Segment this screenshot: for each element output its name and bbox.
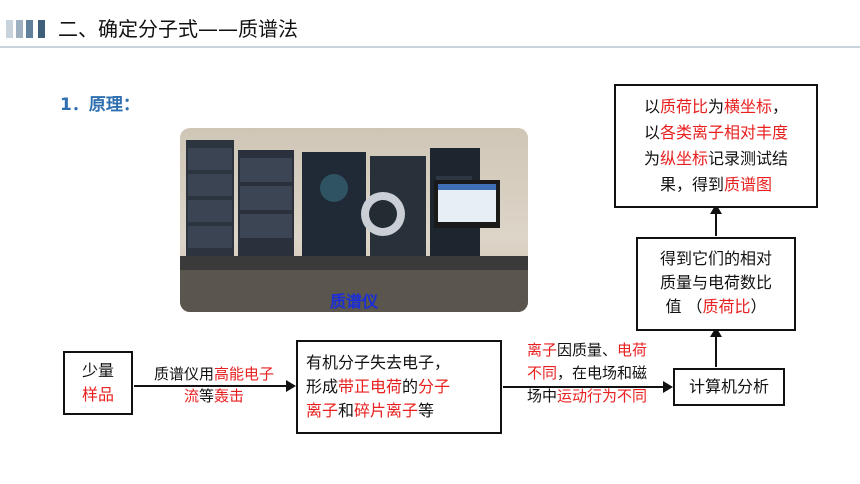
ionization-text-7: 和 <box>338 401 355 420</box>
bombard-note: 质谱仪用高能电子 流等轰击 <box>134 363 294 407</box>
bombard-text-1: 质谱仪用 <box>153 365 214 383</box>
ionization-text-8: 碎片离子 <box>354 401 419 420</box>
spectrum-text-12: 质谱图 <box>724 175 773 194</box>
sample-box: 少量 样品 <box>63 351 133 415</box>
motion-text-2: 因质量、 <box>556 341 617 359</box>
page-title: 二、确定分子式——质谱法 <box>58 17 298 41</box>
motion-text-3: 电荷 <box>617 341 648 359</box>
bombard-text-2: 高能电子 <box>214 365 275 383</box>
header-accent-square-3 <box>26 20 33 38</box>
section-label: 1．原理： <box>60 95 140 115</box>
motion-text-5: ，在电场和磁 <box>557 364 648 382</box>
spectrum-text-6: 以 <box>643 123 660 142</box>
header-accent-square-1 <box>6 20 13 38</box>
spectrum-text-4: 横坐标 <box>724 97 773 116</box>
ratio-text-5: ） <box>750 297 767 316</box>
spectrum-text-5: ， <box>772 97 789 116</box>
header-accent-square-4 <box>38 20 45 38</box>
arrow-sample-to-ionize <box>134 380 296 392</box>
motion-text-7: 运动行为不同 <box>557 387 648 405</box>
mass-charge-ratio-box: 得到它们的相对 质量与电荷数比 值 （质荷比） <box>636 237 796 331</box>
computer-analysis-label: 计算机分析 <box>688 377 769 396</box>
ionization-text-3: 带正电荷 <box>338 377 403 396</box>
ionization-text-4: 的 <box>402 377 419 396</box>
spectrum-text-1: 以 <box>643 97 660 116</box>
ionization-box: 有机分子失去电子， 形成带正电荷的分子 离子和碎片离子等 <box>296 340 502 434</box>
spectrum-text-3: 为 <box>707 97 724 116</box>
ratio-text-3: 值 （ <box>665 297 703 316</box>
sample-line-2: 样品 <box>81 385 114 404</box>
spectrum-text-7: 各类离子相对丰度 <box>660 123 789 142</box>
motion-text-6: 场中 <box>526 387 557 405</box>
spectrum-text-8: 为 <box>643 149 660 168</box>
header-divider <box>0 46 860 48</box>
bombard-text-5: 轰击 <box>214 387 245 405</box>
spectrum-text-10: 记录测试结 <box>708 149 789 168</box>
motion-text-4: 不同 <box>526 364 557 382</box>
arrow-ionize-to-compute <box>503 381 673 393</box>
mass-spectrum-box: 以质荷比为横坐标， 以各类离子相对丰度 为纵坐标记录测试结 果，得到质谱图 <box>614 84 818 208</box>
arrow-compute-to-ratio <box>710 327 722 367</box>
motion-note: 离子因质量、电荷 不同，在电场和磁 场中运动行为不同 <box>503 339 671 408</box>
header-accent-square-2 <box>16 20 23 38</box>
ratio-text-4: 质荷比 <box>702 297 751 316</box>
computer-analysis-box: 计算机分析 <box>673 368 785 406</box>
ratio-line-2: 质量与电荷数比 <box>659 273 772 292</box>
spectrum-text-2: 质荷比 <box>659 97 708 116</box>
bombard-text-3: 流 <box>183 387 199 405</box>
ionization-text-9: 等 <box>418 401 435 420</box>
photo-caption: 质谱仪 <box>329 292 378 311</box>
arrow-ratio-to-spectrum <box>710 204 722 236</box>
ionization-line-1: 有机分子失去电子， <box>306 353 451 372</box>
mass-spectrometer-photo: 质谱仪 <box>180 128 528 312</box>
sample-line-1: 少量 <box>81 361 114 380</box>
bombard-text-4: 等 <box>198 387 214 405</box>
ionization-text-5: 分子 <box>418 377 451 396</box>
spectrum-text-9: 纵坐标 <box>659 149 708 168</box>
motion-text-1: 离子 <box>526 341 557 359</box>
ionization-text-6: 离子 <box>306 401 339 420</box>
spectrum-text-11: 果，得到 <box>659 175 724 194</box>
ratio-line-1: 得到它们的相对 <box>659 249 772 268</box>
ionization-text-2: 形成 <box>306 377 339 396</box>
mass-spectrometer-illustration <box>180 140 528 312</box>
